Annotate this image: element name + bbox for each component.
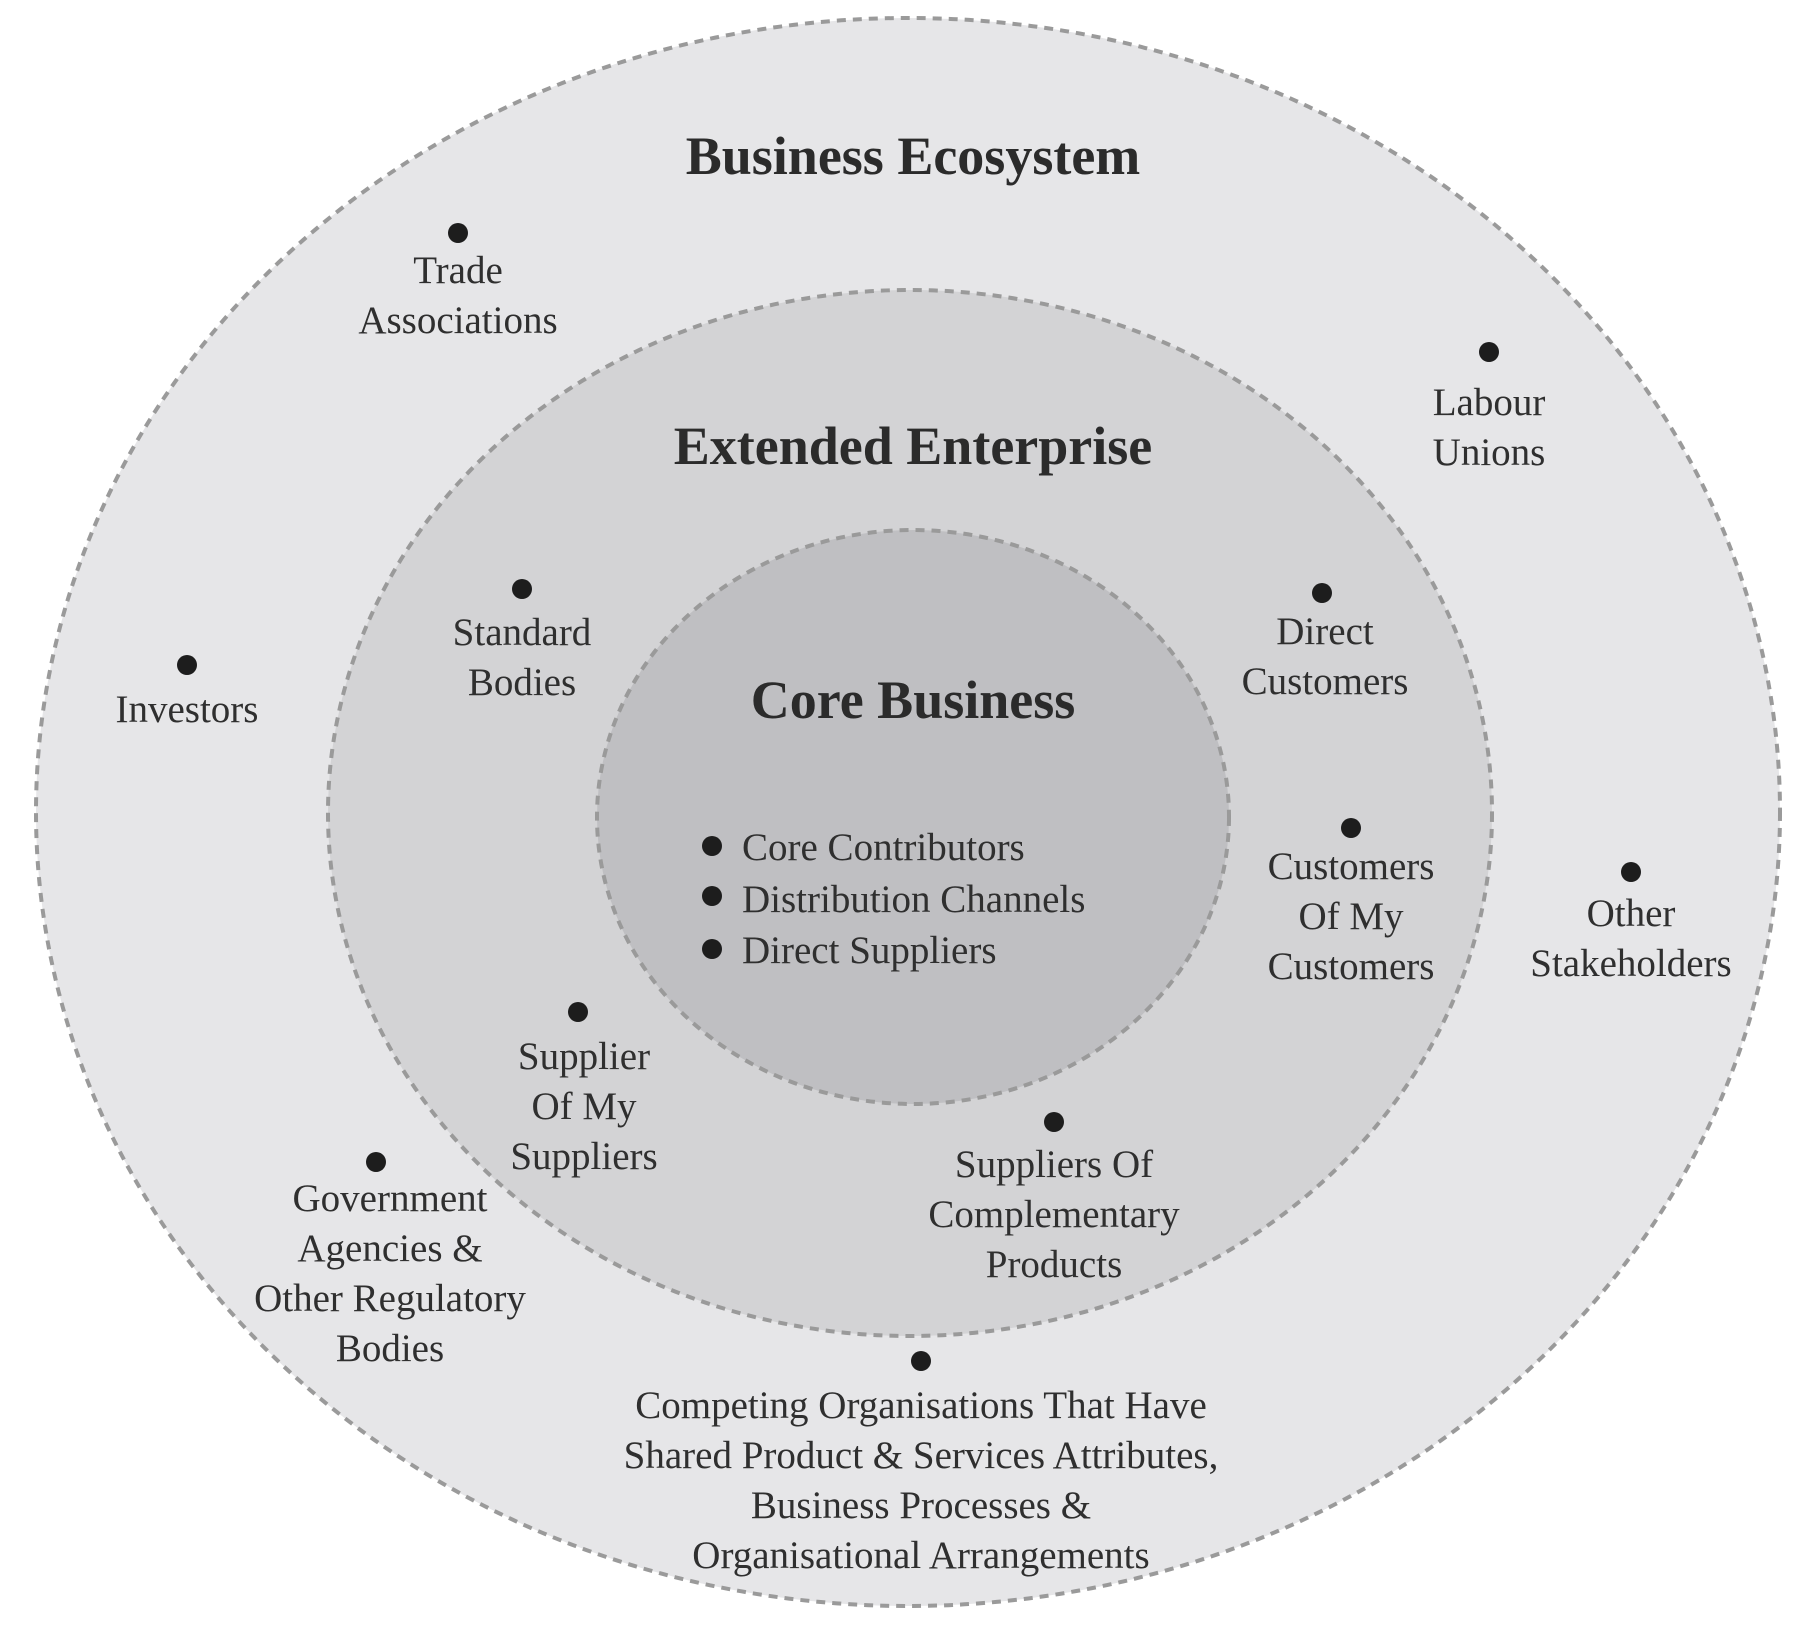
supplier-of-my-suppliers-label-line: Suppliers [510, 1135, 657, 1178]
government-agencies-label-line: Government [293, 1177, 488, 1220]
core-item-bullet [702, 939, 722, 959]
government-agencies-label-line: Agencies & [297, 1227, 482, 1270]
supplier-of-my-suppliers-bullet [568, 1002, 588, 1022]
labour-unions-label-line: Unions [1433, 431, 1546, 474]
suppliers-of-complementary-products-label-line: Complementary [928, 1193, 1180, 1236]
government-agencies-bullet [366, 1152, 386, 1172]
labour-unions-label-line: Labour [1433, 381, 1546, 424]
competing-organisations-label-line: Competing Organisations That Have [635, 1384, 1207, 1427]
supplier-of-my-suppliers-label: Supplier Of My Suppliers [510, 1035, 657, 1178]
trade-associations-label-line: Associations [358, 299, 557, 342]
core-business-ring [595, 528, 1231, 1106]
core-item: Direct Suppliers [742, 929, 997, 972]
core-item: Distribution Channels [742, 878, 1085, 921]
competing-organisations-label-line: Business Processes & [751, 1484, 1091, 1527]
direct-customers-label-line: Direct [1276, 610, 1374, 653]
direct-customers-bullet [1312, 583, 1332, 603]
other-stakeholders-label-line: Other [1587, 892, 1676, 935]
business-ecosystem-title: Business Ecosystem [686, 126, 1141, 186]
competing-organisations-label-line: Organisational Arrangements [692, 1534, 1149, 1577]
government-agencies-label-line: Other Regulatory [254, 1277, 526, 1320]
suppliers-of-complementary-products-bullet [1044, 1112, 1064, 1132]
labour-unions-bullet [1479, 342, 1499, 362]
extended-enterprise-title: Extended Enterprise [674, 416, 1153, 476]
stakeholder-supplier-of-my-suppliers: Supplier Of My Suppliers [510, 1002, 658, 1178]
suppliers-of-complementary-products-label-line: Suppliers Of [955, 1143, 1153, 1186]
customers-of-my-customers-bullet [1341, 818, 1361, 838]
trade-associations-bullet [448, 223, 468, 243]
supplier-of-my-suppliers-label-line: Of My [531, 1085, 637, 1128]
stakeholder-investors: Investors [116, 655, 259, 731]
standard-bodies-label-line: Standard [453, 611, 592, 654]
core-items-list: Core Contributors Distribution Channels … [702, 826, 1085, 972]
suppliers-of-complementary-products-label-line: Products [986, 1243, 1123, 1286]
core-item: Core Contributors [742, 826, 1025, 869]
investors-label: Investors [116, 688, 259, 731]
competing-organisations-bullet [911, 1351, 931, 1371]
customers-of-my-customers-label-line: Customers [1268, 845, 1435, 888]
customers-of-my-customers-label-line: Customers [1268, 945, 1435, 988]
other-stakeholders-label-line: Stakeholders [1530, 942, 1731, 985]
investors-bullet [177, 655, 197, 675]
trade-associations-label-line: Trade [413, 249, 503, 292]
customers-of-my-customers-label-line: Of My [1298, 895, 1404, 938]
standard-bodies-label-line: Bodies [468, 661, 576, 704]
investors-label-line: Investors [116, 688, 259, 731]
standard-bodies-bullet [512, 579, 532, 599]
core-item-bullet [702, 886, 722, 906]
other-stakeholders-bullet [1621, 862, 1641, 882]
competing-organisations-label-line: Shared Product & Services Attributes, [624, 1434, 1219, 1477]
customers-of-my-customers-label: Customers Of My Customers [1268, 845, 1435, 988]
direct-customers-label-line: Customers [1242, 660, 1409, 703]
government-agencies-label-line: Bodies [336, 1327, 444, 1370]
core-item-bullet [702, 836, 722, 856]
core-business-title: Core Business [751, 670, 1076, 730]
supplier-of-my-suppliers-label-line: Supplier [518, 1035, 650, 1078]
stakeholder-customers-of-my-customers: Customers Of My Customers [1268, 818, 1435, 988]
